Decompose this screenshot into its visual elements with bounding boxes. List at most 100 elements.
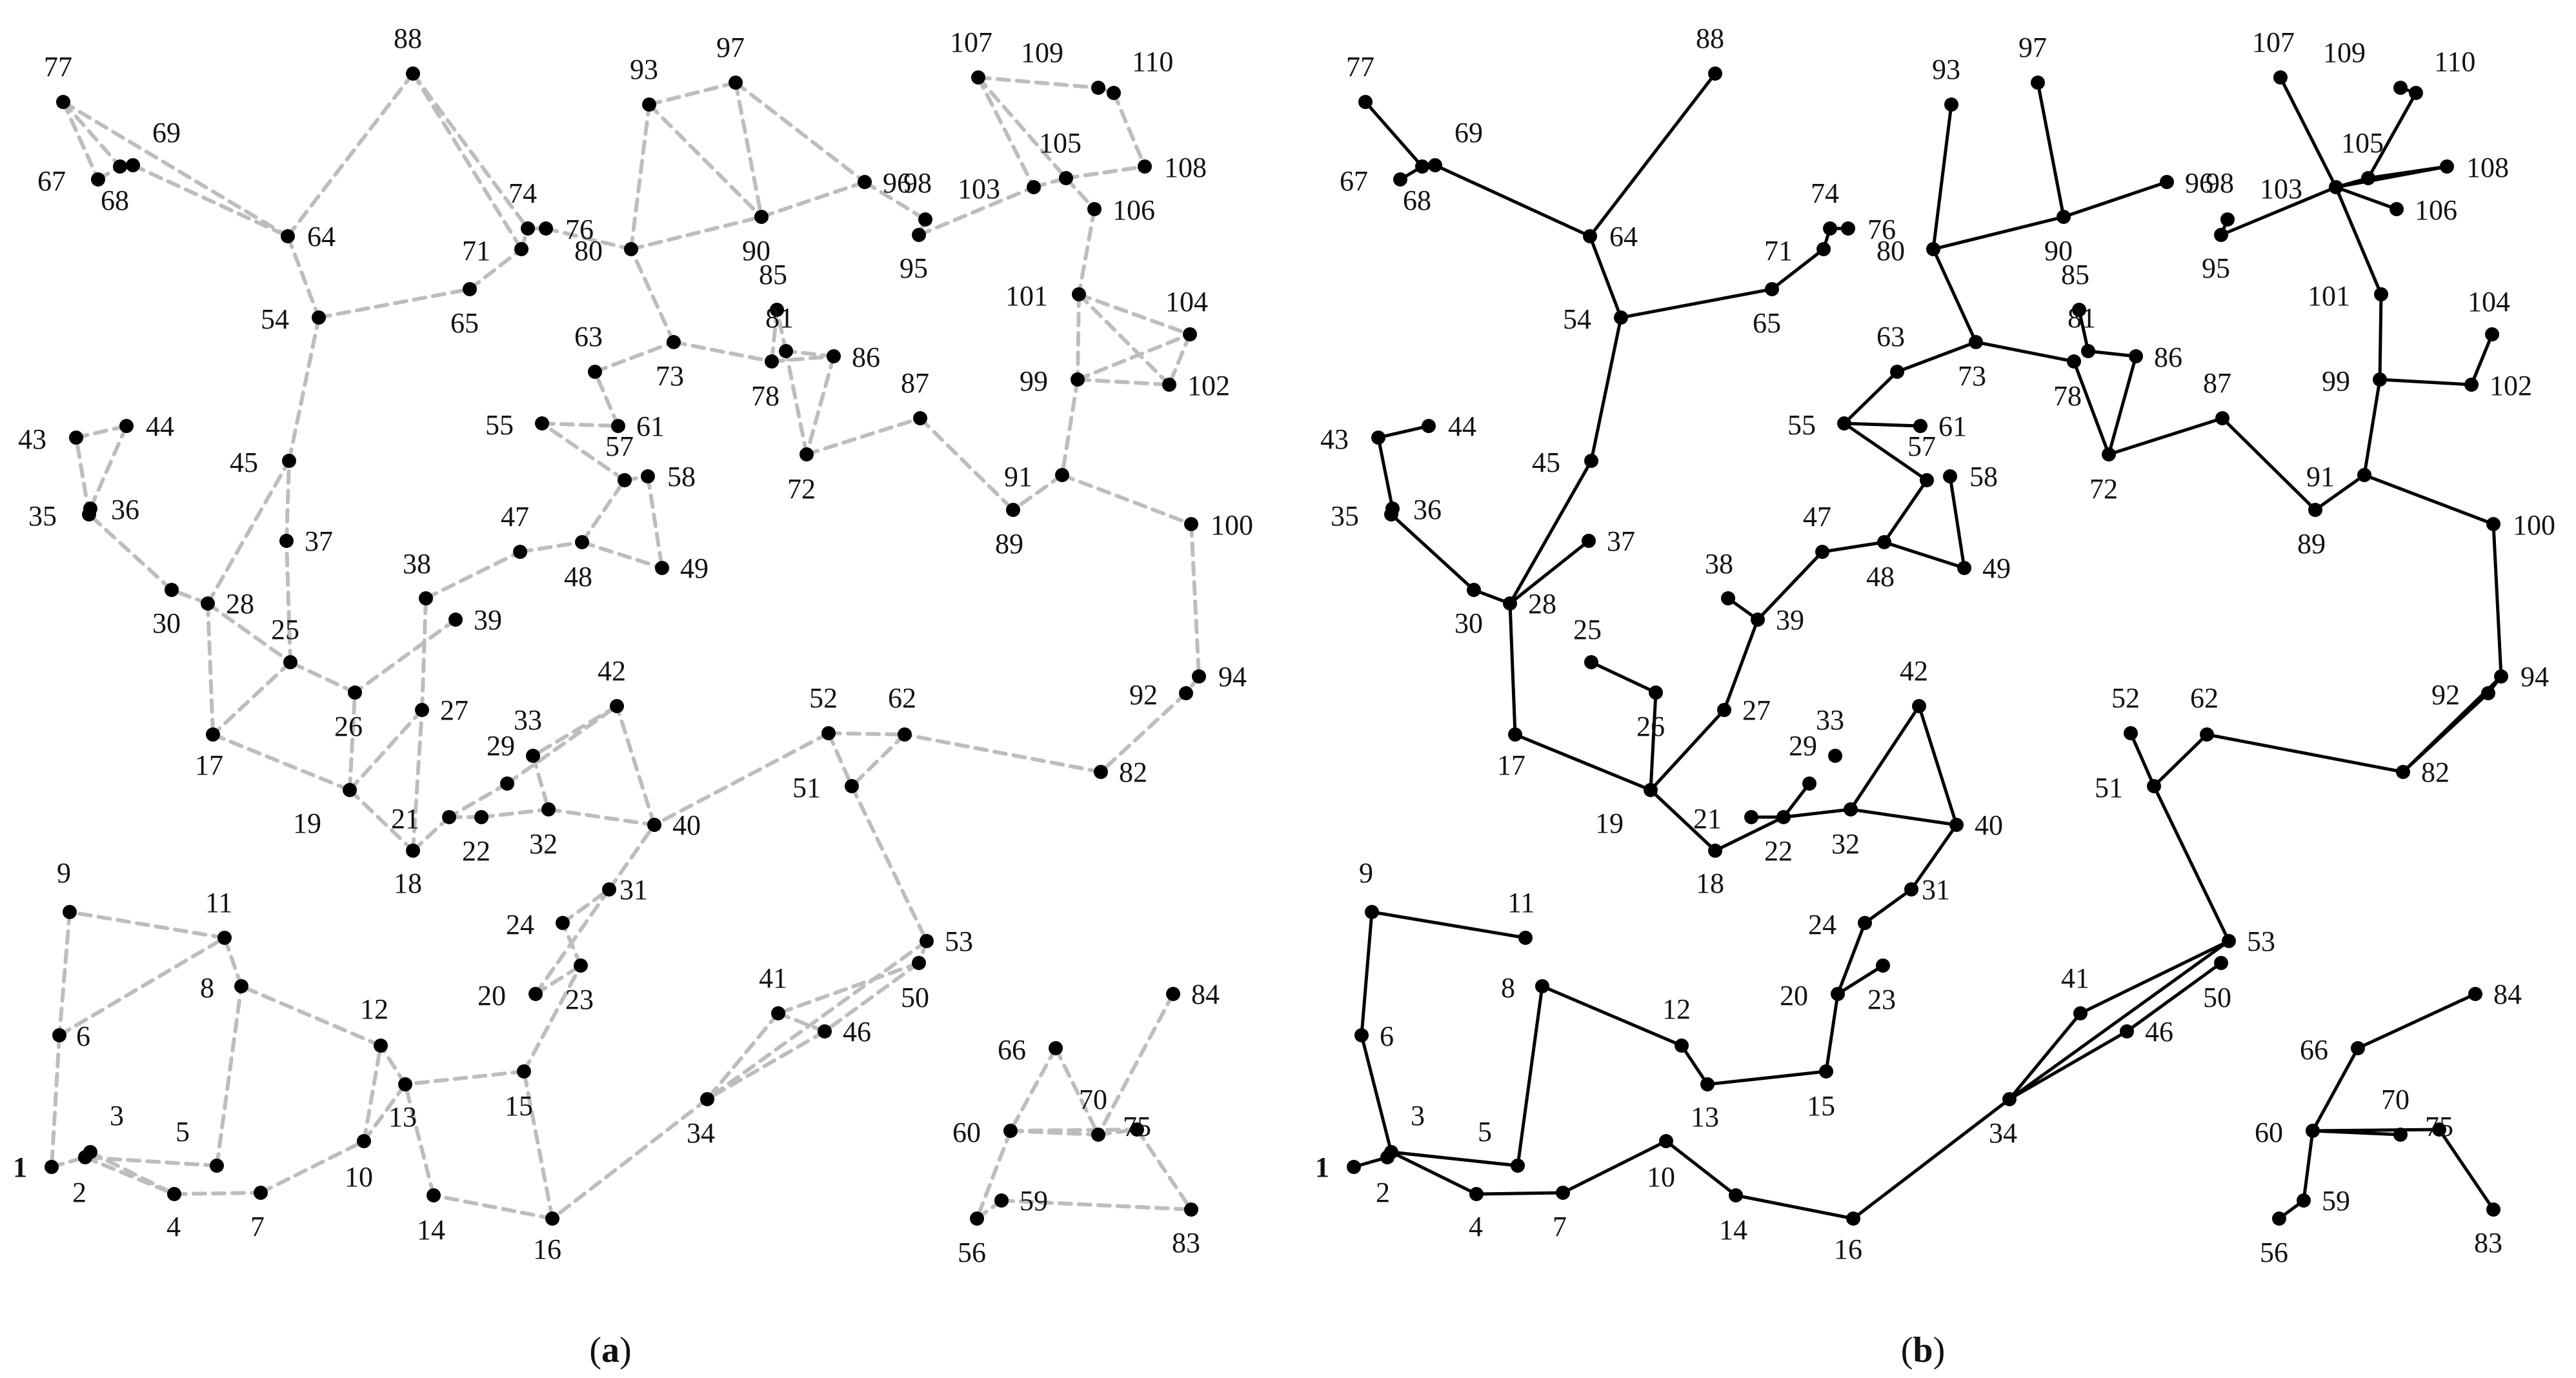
edge-28-45 [206, 459, 291, 605]
edge-64-54 [286, 234, 321, 319]
node-label-67: 67 [37, 165, 66, 197]
edge-73-78 [1974, 340, 2076, 363]
edge-72-78 [2072, 360, 2111, 456]
node-label-87: 87 [2203, 367, 2231, 399]
edge-66-60 [1009, 1046, 1058, 1133]
node-label-40: 40 [672, 809, 701, 841]
node-label-57: 57 [605, 431, 634, 462]
node-label-43: 43 [1320, 423, 1349, 455]
edge-48-57 [580, 478, 627, 544]
edge-40-32 [1849, 807, 1958, 827]
edge-75-83 [2437, 1128, 2495, 1211]
node-label-85: 85 [2061, 259, 2089, 290]
node-60 [1003, 1124, 1018, 1138]
node-65 [463, 282, 477, 296]
node-102 [1162, 378, 1176, 392]
panel-a-nodes [45, 66, 1206, 1226]
node-32 [541, 802, 556, 816]
node-label-66: 66 [2300, 1034, 2328, 1066]
edge-54-65 [1619, 287, 1774, 319]
edge-17-19 [211, 733, 352, 792]
edge-66-60 [2311, 1046, 2360, 1133]
node-label-43: 43 [18, 423, 46, 455]
node-label-11: 11 [1507, 887, 1535, 918]
node-label-82: 82 [2421, 756, 2450, 788]
edge-20-23 [1836, 964, 1885, 996]
edge-32-22 [1782, 807, 1853, 819]
edge-110-108 [1112, 91, 1147, 168]
node-label-53: 53 [945, 926, 973, 957]
edge-77-68 [61, 100, 122, 168]
edge-28-17 [206, 602, 215, 736]
node-84 [1166, 987, 1180, 1001]
node-label-27: 27 [440, 694, 468, 726]
edge-88-74 [411, 72, 530, 230]
node-16 [1846, 1211, 1860, 1226]
edge-24-31 [1863, 887, 1913, 925]
edge-104-102 [1167, 332, 1192, 387]
node-label-23: 23 [565, 984, 594, 1015]
edge-61-63 [593, 370, 620, 428]
node-label-57: 57 [1907, 431, 1936, 462]
node-label-73: 73 [1958, 360, 1986, 392]
edge-9-11 [1370, 910, 1527, 940]
node-label-110: 110 [1132, 46, 1173, 77]
node-96 [2160, 175, 2174, 189]
node-65 [1765, 282, 1779, 296]
node-107 [2273, 70, 2288, 85]
node-label-1: 1 [13, 1151, 27, 1183]
node-40 [647, 818, 661, 832]
node-41 [771, 1006, 785, 1020]
node-label-13: 13 [388, 1101, 417, 1133]
edge-66-70 [1054, 1046, 1100, 1137]
node-86 [827, 349, 841, 363]
node-label-48: 48 [1866, 561, 1895, 593]
node-102 [2464, 378, 2479, 392]
edge-103-108 [2334, 165, 2449, 189]
node-38 [1721, 591, 1735, 605]
node-label-76: 76 [1867, 214, 1896, 245]
edge-19-18 [348, 788, 415, 853]
node-55 [1837, 416, 1851, 431]
node-label-75: 75 [2425, 1111, 2453, 1142]
panel-b-nodes [1347, 66, 2508, 1226]
edge-105-108 [1064, 165, 1147, 180]
node-4 [167, 1187, 181, 1201]
edge-26-25 [288, 660, 357, 694]
node-63 [588, 365, 602, 379]
node-5 [210, 1159, 224, 1173]
node-label-14: 14 [417, 1214, 445, 1246]
edge-86-81 [784, 349, 836, 358]
edge-5-8 [1516, 984, 1544, 1168]
node-33 [1828, 749, 1842, 763]
node-label-33: 33 [1816, 704, 1844, 736]
edge-103-95 [2219, 185, 2338, 237]
node-label-25: 25 [271, 614, 299, 645]
node-50 [912, 956, 926, 970]
edge-33-32 [531, 754, 550, 811]
node-11 [1518, 931, 1533, 945]
node-92 [2481, 686, 2495, 700]
node-label-25: 25 [1573, 614, 1602, 645]
node-31 [1904, 882, 1918, 897]
edge-73-80 [629, 247, 676, 344]
node-label-33: 33 [514, 704, 542, 736]
node-label-19: 19 [293, 807, 321, 839]
node-77 [56, 95, 70, 109]
node-40 [1949, 818, 1964, 832]
node-label-21: 21 [1693, 803, 1722, 835]
node-label-31: 31 [1922, 874, 1950, 906]
node-label-84: 84 [2493, 978, 2522, 1010]
node-label-4: 4 [166, 1211, 181, 1242]
edge-107-109 [976, 76, 1100, 90]
node-67 [91, 172, 105, 187]
node-label-7: 7 [250, 1211, 265, 1242]
node-label-5: 5 [176, 1116, 190, 1148]
edge-103-107 [2279, 76, 2338, 189]
edge-85-78 [770, 308, 779, 363]
edge-55-63 [1842, 370, 1899, 425]
edge-95-103 [917, 185, 1036, 237]
node-89 [2308, 503, 2322, 517]
node-74 [521, 221, 535, 236]
node-label-22: 22 [462, 835, 490, 867]
